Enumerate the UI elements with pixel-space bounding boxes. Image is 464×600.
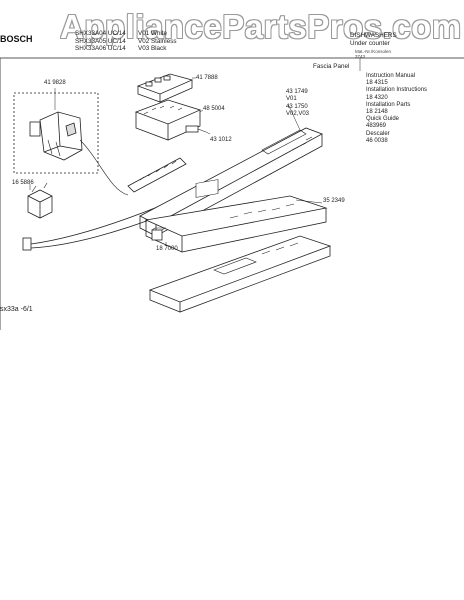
wire <box>79 139 129 196</box>
mfg-note: Mat.-Nr./Konsolen 3743 <box>355 49 391 59</box>
part-group-box <box>13 92 99 174</box>
relay-part <box>27 182 53 219</box>
part-label: 16 5886 <box>12 180 34 186</box>
watermark: AppliancePartsPros.com <box>60 8 462 45</box>
doc-line: Instruction Manual <box>366 73 416 79</box>
switch-module <box>29 111 83 161</box>
doc-line: Installation Instructions <box>366 87 428 94</box>
appliance-subtitle: Under counter <box>350 40 390 47</box>
control-module <box>134 99 202 141</box>
doc-line: Installation Parts <box>366 101 411 108</box>
part-label: 43 1750 <box>286 103 308 110</box>
variant-label: V02 Stainless <box>138 37 177 45</box>
model-number: SHX33A04 UC/14 <box>75 30 126 37</box>
doc-line: Descaler <box>366 130 390 137</box>
wiring-harness <box>127 157 187 193</box>
model-number: SHX33A05 UC/14 <box>75 37 126 45</box>
part-label: V01 <box>286 96 297 103</box>
doc-line: Quick Guide <box>366 116 400 123</box>
part-label: 35 2349 <box>323 198 345 204</box>
part-label: V02,V03 <box>286 110 310 117</box>
model-number: SHX33A06 UC/14 <box>75 45 126 52</box>
knob-part <box>151 227 166 241</box>
model-list: SHX33A04 UC/14 SHX33A05 UC/14 SHX33A06 U… <box>75 30 126 53</box>
doc-line: 18 4315 <box>366 80 388 87</box>
doc-line: 18 2148 <box>366 109 388 116</box>
variant-label: V01 White <box>138 30 168 37</box>
doc-line: 483969 <box>366 123 387 130</box>
mfg-note-line: Mat.-Nr./Konsolen <box>355 49 392 54</box>
part-label: 48 5004 <box>203 106 225 112</box>
document-list: Instruction Manual 18 4315 Installation … <box>366 73 427 145</box>
inner-panel <box>148 235 332 313</box>
part-label: 41 9828 <box>44 80 66 86</box>
section-title: Fascia Panel <box>313 63 350 70</box>
part-label: 43 1749 <box>286 89 308 95</box>
button-strip <box>136 73 194 103</box>
mfg-note-line: 3743 <box>355 54 366 59</box>
control-panel-plate <box>144 179 328 253</box>
part-label: 18 7000 <box>156 246 178 252</box>
page-footer: sx33a -6/1 <box>0 306 33 313</box>
part-label: 41 7888 <box>196 75 218 81</box>
small-connector <box>185 125 207 133</box>
leader-lines <box>29 77 323 246</box>
brand-logo: BOSCH <box>0 34 33 44</box>
variant-list: V01 White V02 Stainless V03 Black <box>138 30 177 53</box>
doc-line: 18 4320 <box>366 94 388 101</box>
appliance-title: DISHWASHERS <box>350 32 397 39</box>
part-label: 43 1012 <box>210 137 232 143</box>
part-label-group: 43 1749 V01 43 1750 V02,V03 <box>286 89 309 118</box>
variant-label: V03 Black <box>138 45 167 52</box>
doc-line: 46 0038 <box>366 137 388 144</box>
